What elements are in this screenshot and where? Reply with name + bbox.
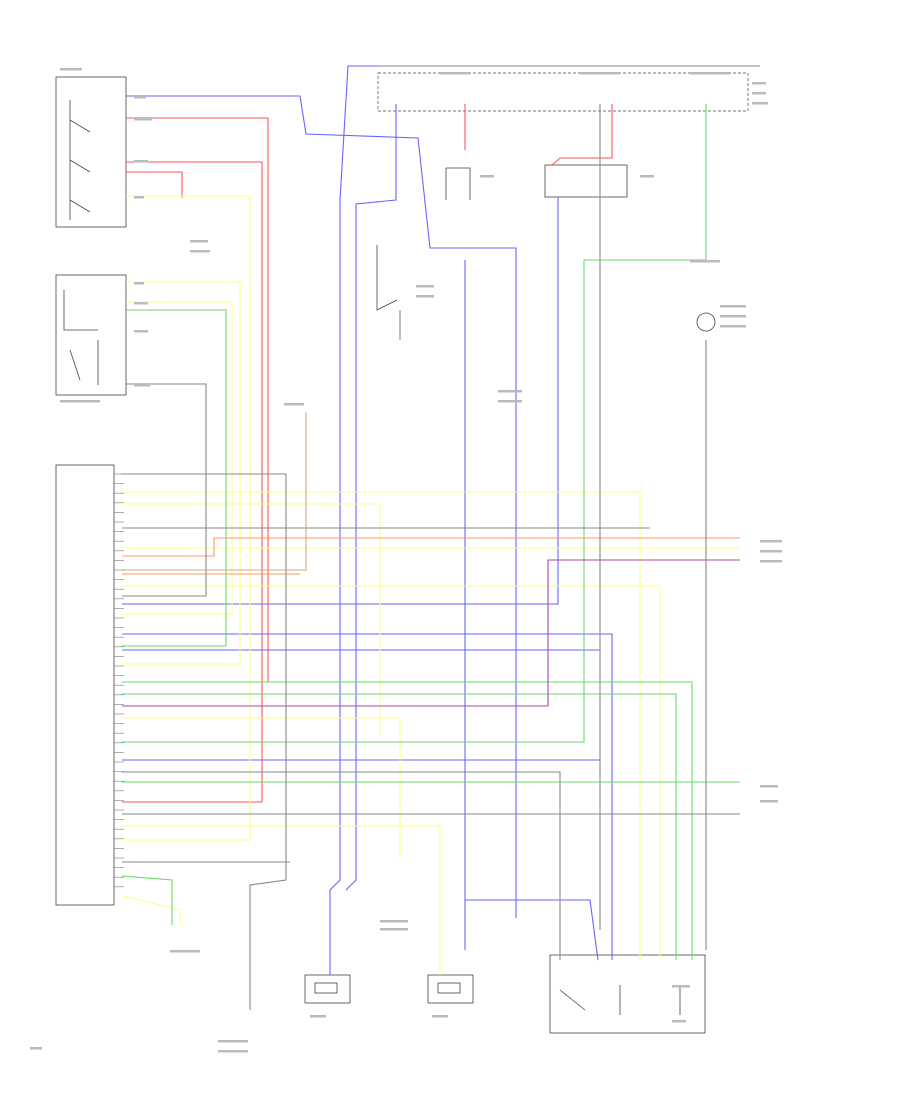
tiny-label-mark	[284, 403, 304, 406]
tiny-label-mark	[380, 920, 408, 923]
servo-internal-switch	[559, 985, 681, 1015]
control-module-box	[55, 464, 115, 906]
module-terminal-pins	[114, 473, 124, 888]
wire-yellow-8	[122, 825, 441, 975]
tiny-label-mark	[432, 1015, 448, 1018]
actuator-mid-inner	[437, 982, 461, 994]
wire-red-2	[122, 161, 263, 803]
indicator-lamp	[696, 312, 716, 332]
fuse-box	[377, 72, 749, 112]
wire-blue-2	[329, 65, 392, 975]
tiny-label-mark	[30, 1047, 42, 1050]
tiny-label-mark	[60, 68, 82, 71]
tiny-label-mark	[380, 928, 408, 931]
tiny-label-mark	[416, 295, 434, 298]
wire-yellow-6	[122, 585, 661, 960]
tiny-label-mark	[720, 315, 746, 318]
clutch-switch-symbol	[445, 167, 471, 200]
tiny-label-mark	[190, 250, 210, 253]
servo-unit-box	[549, 954, 706, 1034]
wire-yellow-4	[122, 503, 381, 736]
tiny-label-mark	[134, 330, 148, 333]
tiny-label-mark	[498, 390, 522, 393]
wire-orange-1	[122, 537, 740, 557]
tiny-label-mark	[760, 785, 778, 788]
pedal-position-sensor-box	[55, 274, 127, 396]
wire-yellow-1	[122, 195, 251, 841]
wire-red-5	[551, 104, 613, 166]
actuator-left-inner	[314, 982, 338, 994]
tiny-label-mark	[760, 550, 782, 553]
tiny-label-mark	[190, 240, 208, 243]
tiny-label-mark	[498, 400, 522, 403]
wires	[121, 65, 760, 1010]
wire-blue-3	[345, 104, 397, 891]
wire-red-1	[122, 117, 269, 683]
brake-light-switch-symbol	[376, 245, 398, 311]
tiny-label-mark	[580, 72, 620, 75]
actuator-left-box	[304, 974, 351, 1004]
tiny-label-mark	[760, 540, 782, 543]
wire-gray-4	[122, 771, 561, 960]
tiny-label-mark	[752, 92, 766, 95]
tiny-label-mark	[752, 102, 768, 105]
tiny-label-mark	[134, 384, 150, 387]
wire-yellow-10	[122, 301, 233, 615]
wire-blue-4	[122, 633, 613, 960]
wire-yellow-7	[122, 717, 401, 860]
tiny-label-mark	[672, 1020, 686, 1023]
tiny-label-mark	[310, 1015, 326, 1018]
pedal-sensor-switch	[63, 290, 99, 385]
wire-tan-1	[122, 412, 307, 571]
tiny-label-mark	[218, 1050, 248, 1053]
tiny-label-mark	[440, 72, 470, 75]
tiny-label-mark	[134, 196, 144, 199]
wire-green-2	[122, 681, 693, 960]
cruise-switch-contacts	[69, 100, 91, 220]
tiny-label-mark	[60, 400, 100, 403]
tiny-label-mark	[720, 325, 746, 328]
actuator-mid-box	[427, 974, 474, 1004]
tiny-label-mark	[672, 985, 690, 988]
wire-yellow-2	[122, 281, 241, 665]
tiny-label-mark	[760, 800, 778, 803]
tiny-label-mark	[134, 302, 148, 305]
tiny-label-mark	[170, 950, 200, 953]
tiny-label-mark	[134, 96, 146, 99]
cruise-control-switch-box	[55, 76, 127, 228]
wire-yellow-3	[122, 491, 641, 960]
wire-green-4	[122, 104, 707, 743]
tiny-label-mark	[480, 175, 494, 178]
wire-gray-2	[122, 473, 287, 1010]
illegible-labels	[30, 68, 782, 1053]
wire-gray-1	[122, 383, 207, 597]
tiny-label-mark	[134, 160, 148, 163]
wire-blue-5	[122, 197, 559, 605]
tiny-label-mark	[690, 260, 720, 263]
tiny-label-mark	[640, 175, 654, 178]
tiny-label-mark	[218, 1040, 248, 1043]
tiny-label-mark	[690, 72, 730, 75]
tiny-label-mark	[720, 305, 746, 308]
wire-green-1	[122, 309, 227, 647]
tiny-label-mark	[134, 118, 152, 121]
wire-blue-1	[126, 95, 517, 918]
wire-green-3	[122, 693, 677, 960]
tiny-label-mark	[760, 560, 782, 563]
wire-green-6	[121, 875, 173, 925]
wire-purple-1	[122, 559, 740, 707]
wire-blue-9	[465, 899, 599, 961]
wire-yellow-9	[123, 895, 181, 925]
tiny-label-mark	[416, 285, 434, 288]
component-outlines	[55, 72, 749, 1034]
tiny-label-mark	[134, 282, 144, 285]
wire-red-3	[126, 171, 183, 198]
tiny-label-mark	[752, 82, 766, 85]
brake-switch-box	[544, 164, 628, 198]
